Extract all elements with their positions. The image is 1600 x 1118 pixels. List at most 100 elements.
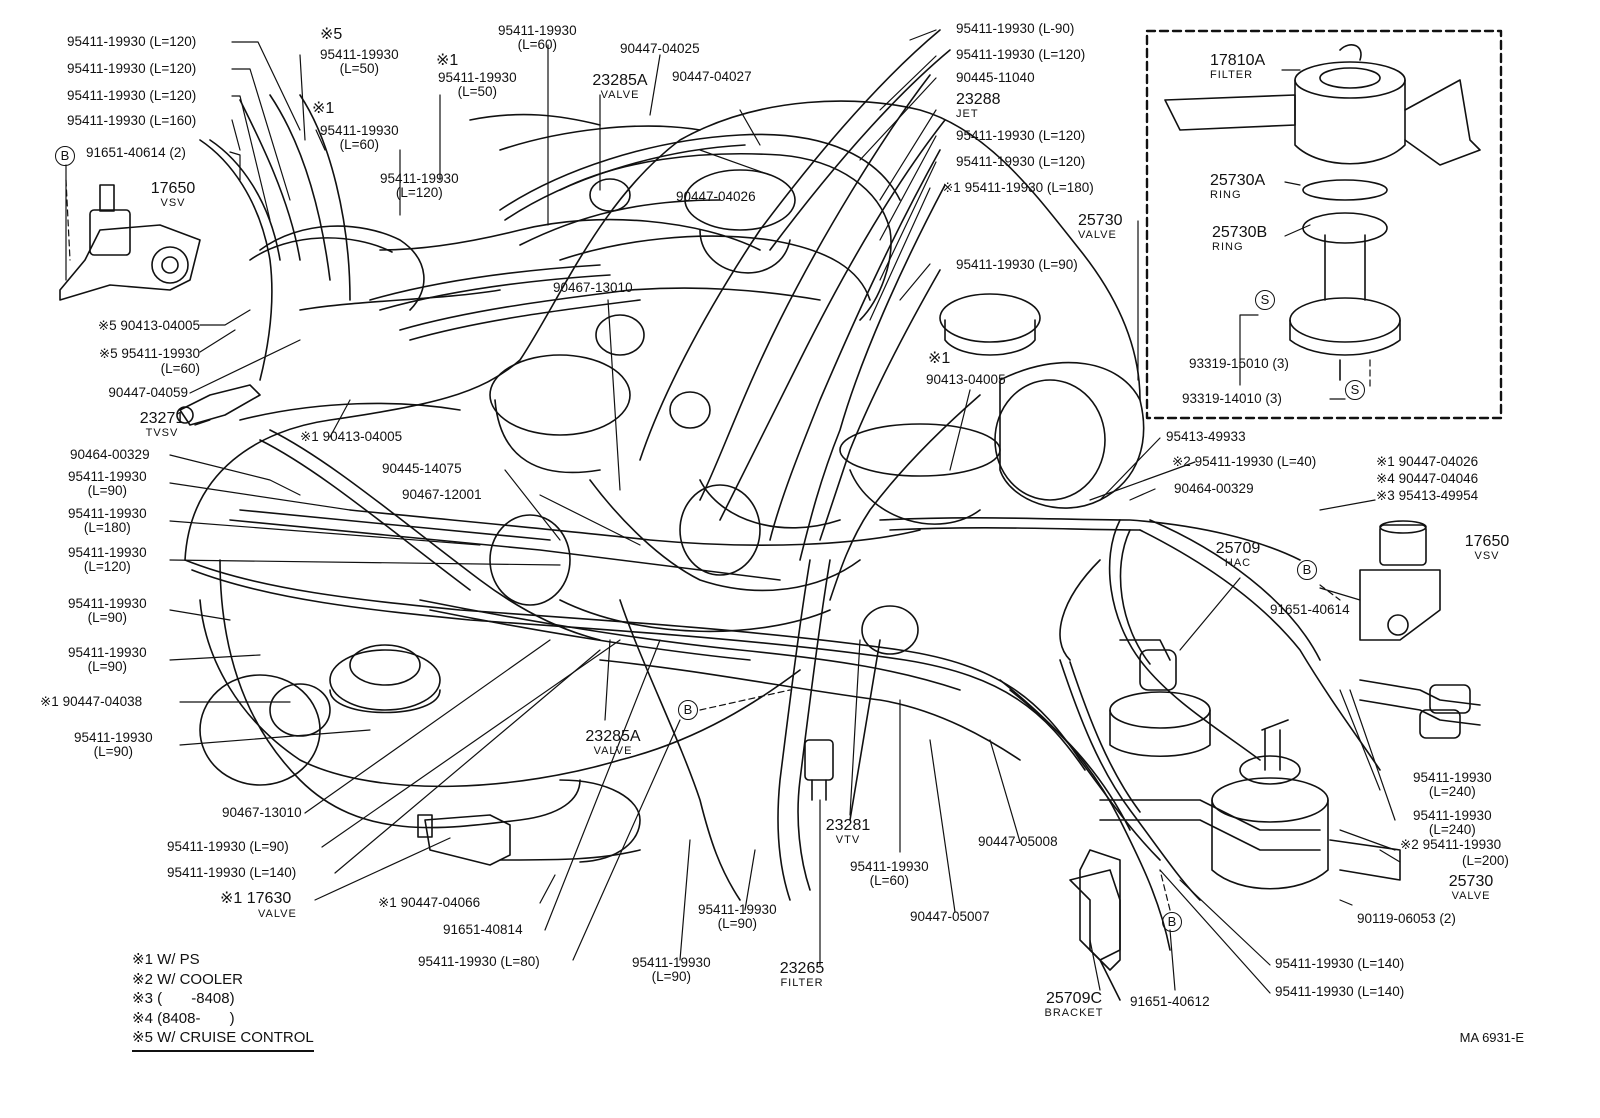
ref-marker-b: B [1297, 560, 1317, 580]
legend: ※1 W/ PS ※2 W/ COOLER ※3 ( -8408) ※4 (84… [132, 950, 314, 1052]
part-label: 95411-19930(L=90) [68, 469, 147, 498]
part-label: 95411-19930 (L-90) [956, 21, 1075, 36]
legend-note-1: ※1 W/ PS [132, 951, 200, 968]
leader-lines [65, 29, 1401, 994]
ref-marker-b: B [1162, 912, 1182, 932]
part-label: 90464-00329 [1174, 481, 1254, 496]
part-label: 91651-40614 (2) [86, 145, 186, 160]
part-label: ※2 95411-19930 [1400, 837, 1502, 852]
part-label: 95411-19930(L=50) [320, 47, 399, 76]
part-label: ※1 90447-04038 [40, 694, 143, 709]
legend-note-2: ※2 W/ COOLER [132, 970, 243, 988]
hac-25709 [1109, 639, 1211, 757]
part-label: ※1 17630 [220, 890, 292, 907]
part-label: 95411-19930 (L=140) [1275, 984, 1405, 999]
inset-valve-25730 [1289, 234, 1401, 381]
part-label: 95411-19930(L=90) [698, 902, 777, 931]
legend-note-4: ※4 (8408- ) [132, 1009, 235, 1027]
ref-marker-b: B [55, 146, 75, 166]
part-label: 95411-19930(L=90) [68, 596, 147, 625]
part-label: 95411-19930 (L=90) [167, 839, 289, 854]
part-label: 90447-05008 [978, 834, 1058, 849]
part-label: 90467-12001 [402, 487, 482, 502]
part-label: 95411-19930(L=50) [438, 70, 517, 99]
part-label: 95411-19930(L=60) [498, 23, 577, 52]
bracket-25709c [1069, 869, 1121, 971]
part-label: 95411-19930(L=240) [1413, 808, 1492, 837]
ref-marker-s: S [1345, 380, 1365, 400]
part-label: 90119-06053 (2) [1357, 911, 1456, 926]
figure-code: MA 6931-E [1459, 1030, 1524, 1045]
valve-25730 [1211, 719, 1329, 890]
note-mark: ※1 [436, 52, 459, 69]
part-label: 90447-04059 [108, 385, 188, 400]
part-label: 93319-14010 (3) [1182, 391, 1282, 406]
tvsv-23271 [176, 384, 261, 426]
part-label: 90447-05007 [910, 909, 990, 924]
inset-frame [1145, 29, 1503, 420]
part-label: ※4 90447-04046 [1376, 471, 1479, 486]
part-label: ※3 95413-49954 [1376, 488, 1479, 503]
hose-bundles [184, 29, 1481, 1001]
part-label: ※1 95411-19930 (L=180) [942, 180, 1094, 195]
part-label: 90447-04026 [676, 189, 756, 204]
part-label: 90445-11040 [956, 70, 1035, 85]
part-label: 95411-19930(L=120) [68, 545, 147, 574]
inset-ring-25730b [1302, 212, 1388, 244]
part-label: 95411-19930(L=90) [74, 730, 153, 759]
inset-ring-25730a [1302, 179, 1388, 201]
part-label: 95411-19930 (L=140) [167, 865, 297, 880]
part-label: 95411-19930 (L=120) [67, 61, 197, 76]
vsv-right [1359, 520, 1441, 641]
part-label: 90447-04025 [620, 41, 700, 56]
part-label: 90413-04005 [926, 372, 1006, 387]
part-label: 90467-13010 [553, 280, 633, 295]
part-label: 95411-19930(L=60) [320, 123, 399, 152]
part-label: 95411-19930 (L=120) [956, 47, 1086, 62]
part-label: 95411-19930 (L=120) [956, 128, 1086, 143]
part-label: ※1 90413-04005 [300, 429, 403, 444]
part-label: (L=60) [160, 361, 200, 376]
part-label: 95411-19930 (L=90) [956, 257, 1078, 272]
filter-round [589, 178, 919, 655]
part-label: 95411-19930(L=90) [632, 955, 711, 984]
part-label: 95411-19930(L=90) [68, 645, 147, 674]
part-label: 95411-19930 (L=80) [418, 954, 540, 969]
legend-note-5: ※5 W/ CRUISE CONTROL [132, 1028, 314, 1052]
part-label: 90467-13010 [222, 805, 302, 820]
part-label: ※1 90447-04066 [378, 895, 481, 910]
part-label: ※1 90447-04026 [1376, 454, 1479, 469]
part-label: VALVE [258, 908, 297, 920]
part-label: 95411-19930 (L=120) [67, 34, 197, 49]
part-label: 95411-19930 (L=120) [956, 154, 1086, 169]
part-label: 90447-04027 [672, 69, 752, 84]
note-mark: ※5 [320, 26, 343, 43]
vsv-left [59, 184, 201, 301]
part-label: 95411-19930(L=60) [850, 859, 929, 888]
part-label: ※2 95411-19930 (L=40) [1172, 454, 1317, 469]
part-label: 93319-15010 (3) [1189, 356, 1289, 371]
part-label: 90445-14075 [382, 461, 462, 476]
part-label: ※5 95411-19930 [98, 346, 200, 361]
part-label: 95411-19930 (L=140) [1275, 956, 1405, 971]
ref-marker-s: S [1255, 290, 1275, 310]
marker-dashes [65, 179, 1371, 911]
part-label: ※5 90413-04005 [97, 318, 200, 333]
part-label: 95411-19930(L=120) [380, 171, 459, 200]
note-mark: ※1 [928, 350, 951, 367]
part-label: (L=200) [1462, 853, 1509, 868]
note-mark: ※1 [312, 100, 335, 117]
part-label: 95411-19930 (L=120) [67, 88, 197, 103]
